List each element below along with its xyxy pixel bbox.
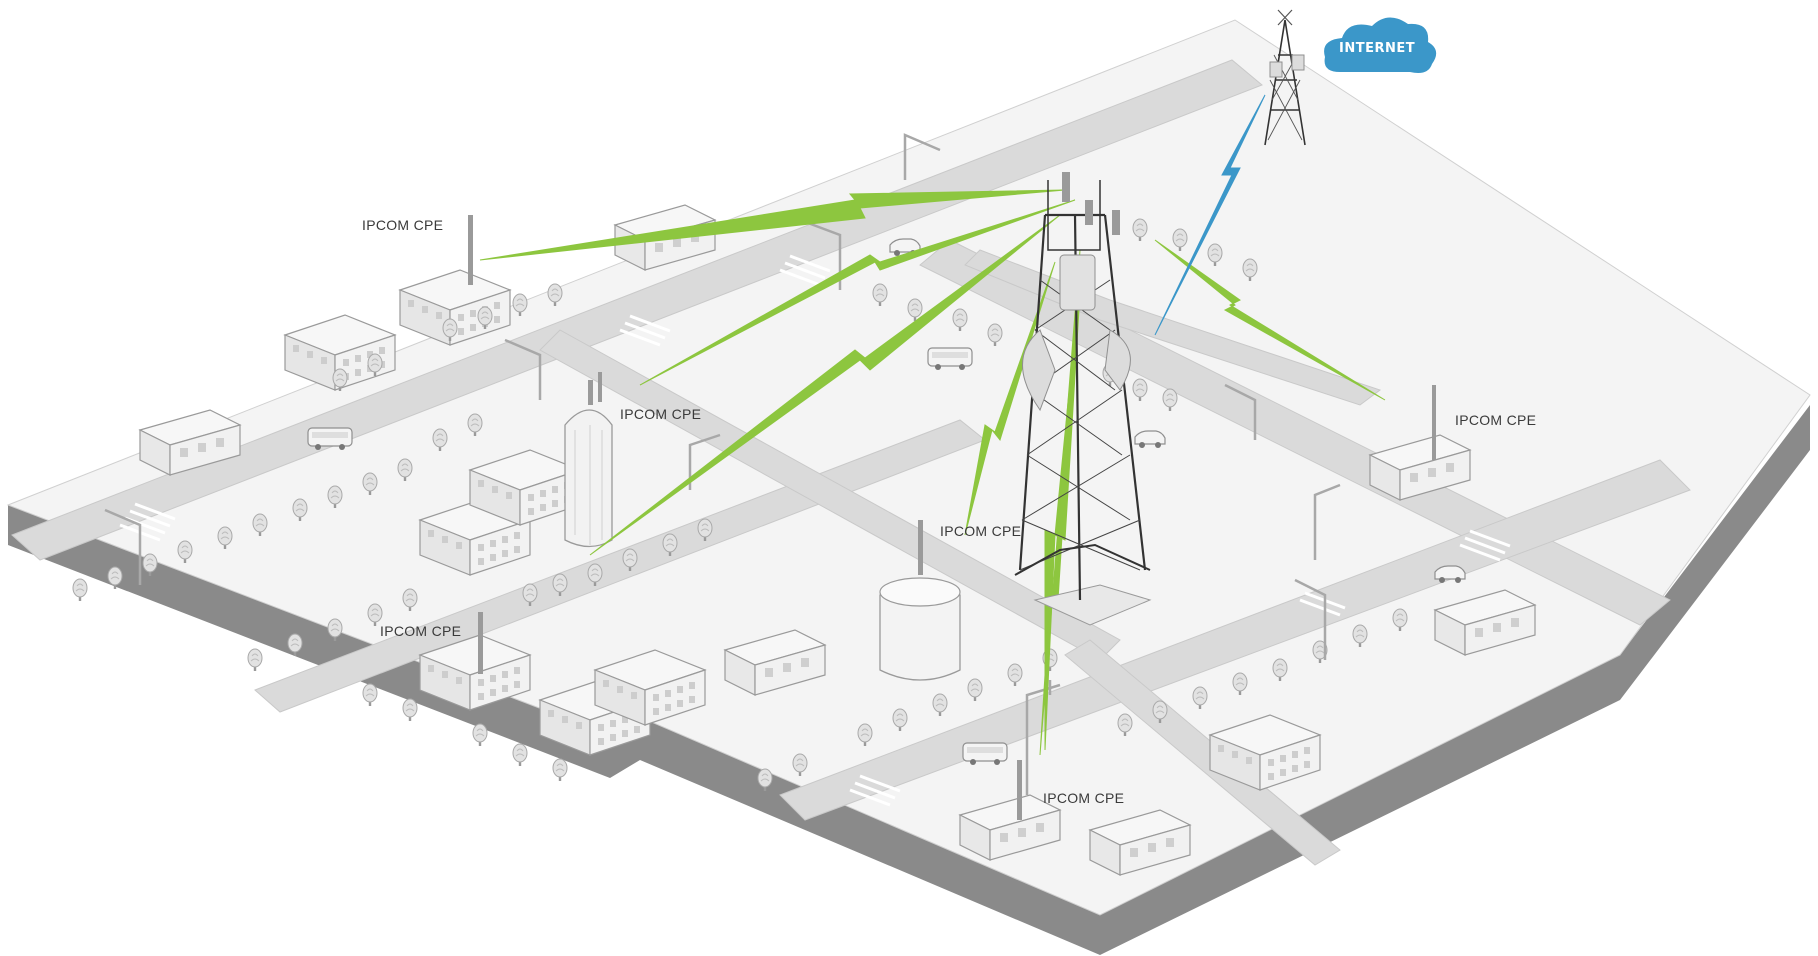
cpe-label: IPCOM CPE bbox=[362, 217, 444, 233]
cloud-icon[interactable] bbox=[1324, 17, 1437, 73]
relay-tower-icon bbox=[1264, 9, 1306, 146]
internet-link bbox=[1154, 94, 1266, 336]
buildings bbox=[139, 204, 1536, 876]
cpe-label: IPCOM CPE bbox=[380, 623, 462, 639]
tree-icon bbox=[362, 683, 378, 707]
tree-icon bbox=[72, 578, 88, 602]
antenna-tower-icon bbox=[1014, 172, 1152, 626]
tree-icon bbox=[472, 723, 488, 747]
internet-label: INTERNET bbox=[1339, 41, 1416, 56]
cpe-label: IPCOM CPE bbox=[620, 406, 702, 422]
wireless-links bbox=[479, 189, 1386, 756]
cpe-label: IPCOM CPE bbox=[1043, 790, 1125, 806]
cpe-label: IPCOM CPE bbox=[940, 523, 1022, 539]
ground-platform bbox=[6, 19, 1811, 955]
tree-icon bbox=[552, 758, 568, 782]
tree-icon bbox=[247, 648, 263, 672]
building-icon bbox=[879, 520, 961, 681]
street-lights bbox=[104, 133, 1341, 795]
building-icon bbox=[564, 372, 613, 548]
tree-icon bbox=[402, 698, 418, 722]
cpe-label: IPCOM CPE bbox=[1455, 412, 1537, 428]
tree-icon bbox=[512, 743, 528, 767]
